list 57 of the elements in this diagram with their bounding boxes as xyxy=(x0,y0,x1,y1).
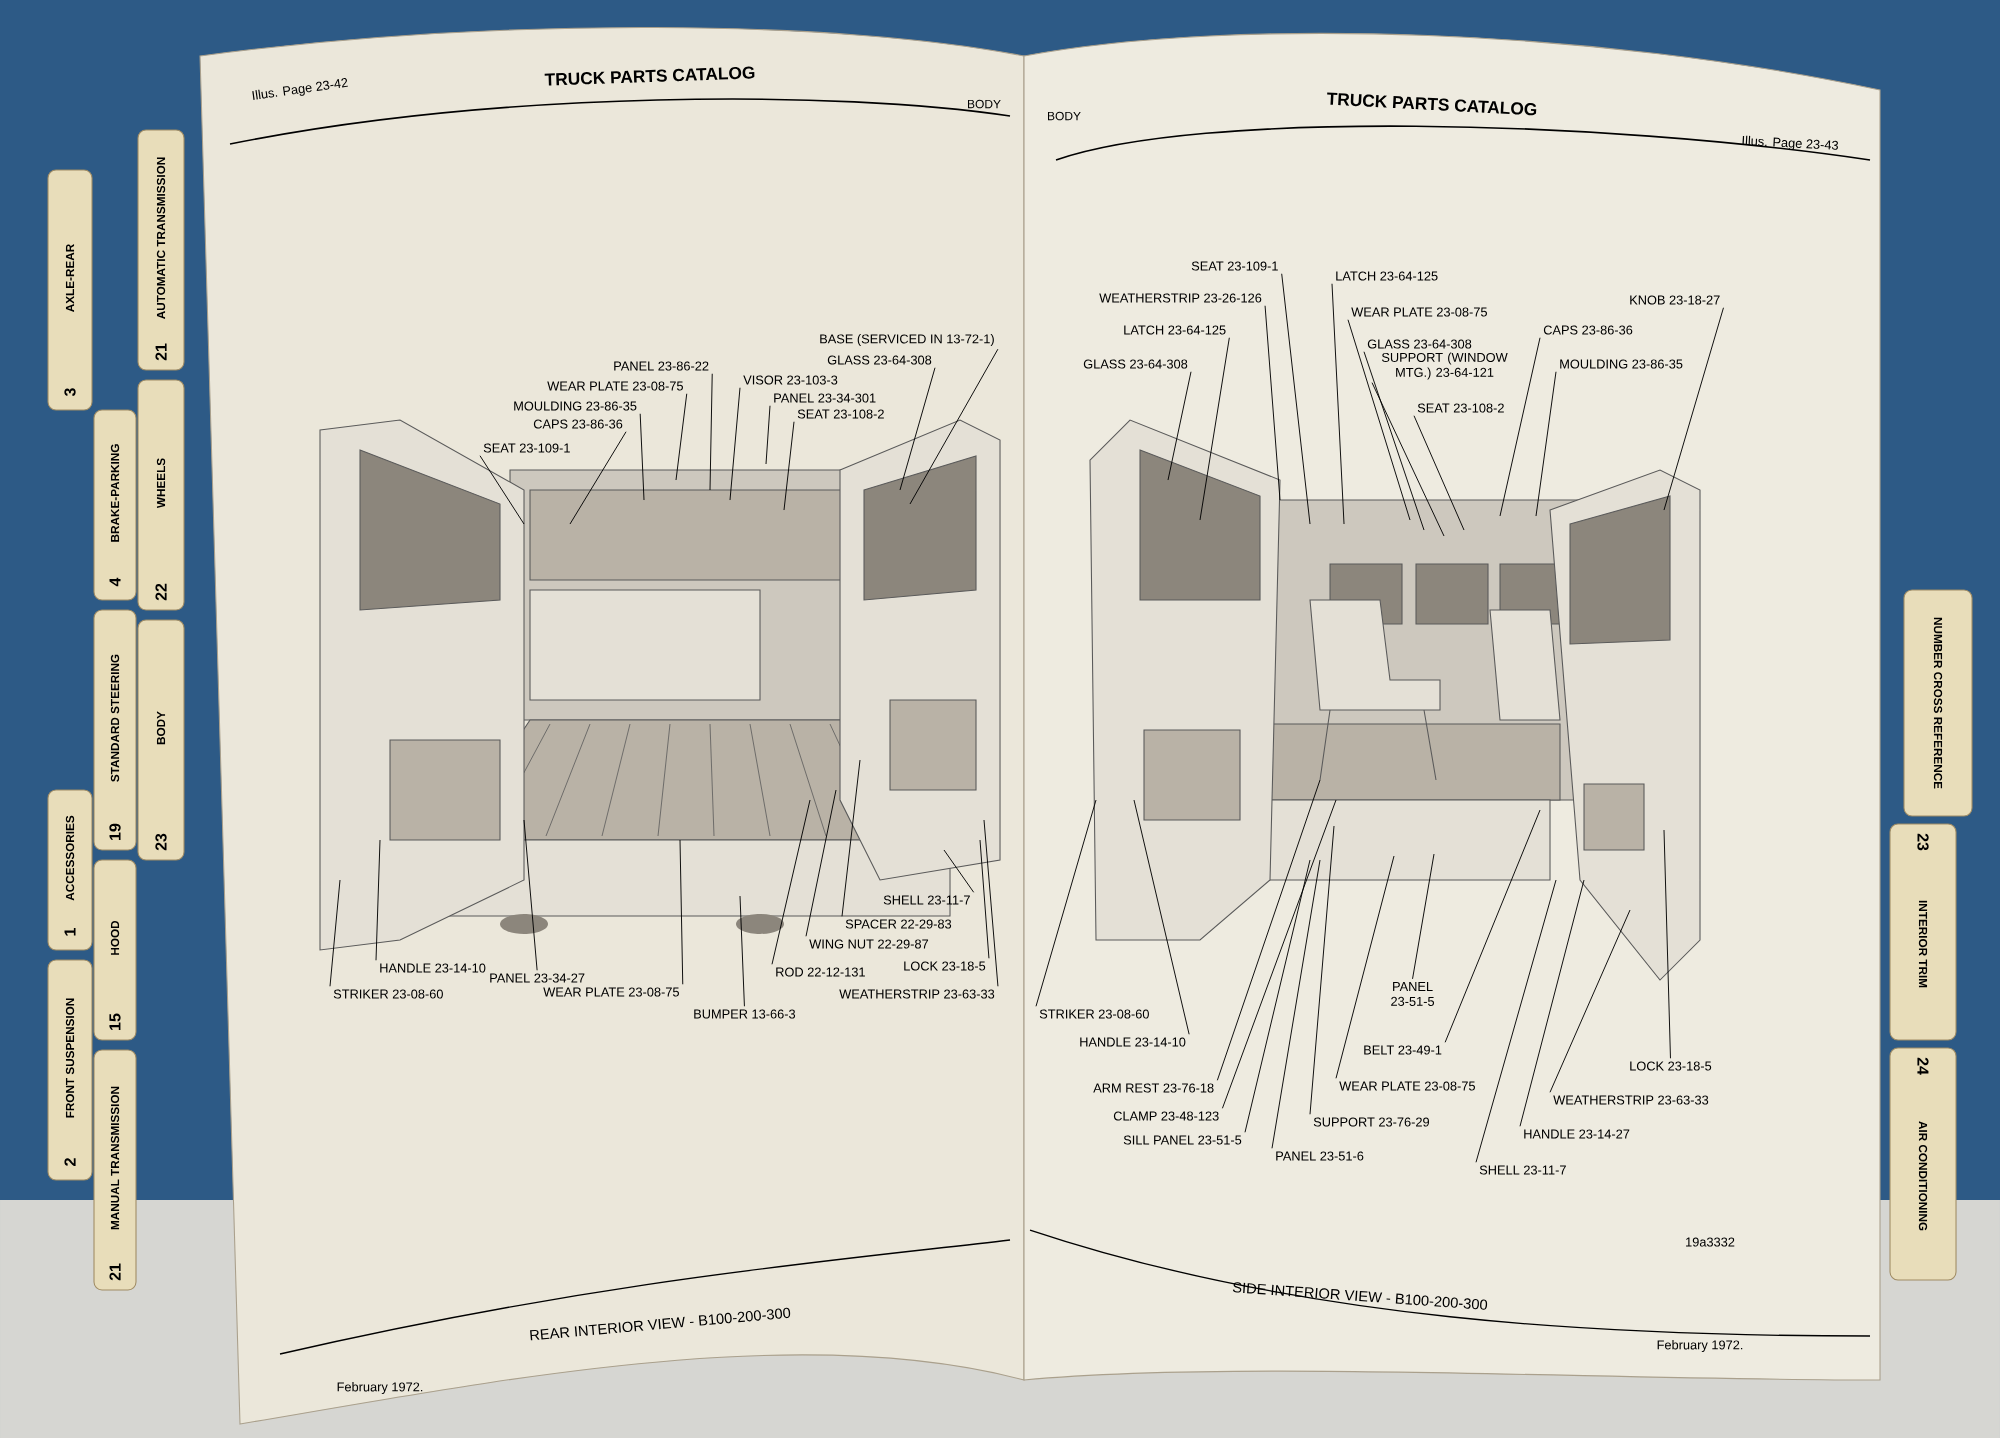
label: 3 xyxy=(64,388,76,397)
leader-line xyxy=(1281,273,1311,525)
leader-line xyxy=(479,455,525,525)
leader-line xyxy=(569,431,627,525)
leader-line xyxy=(805,789,837,937)
leader-line xyxy=(1519,879,1585,1127)
leader-line xyxy=(1444,809,1541,1043)
leader-line xyxy=(1475,879,1557,1163)
leader-line xyxy=(1133,799,1190,1035)
leader-line xyxy=(1663,829,1671,1059)
leader-line xyxy=(375,839,381,961)
leader-line xyxy=(1347,319,1411,521)
running-head: TRUCK PARTS CATALOG xyxy=(544,66,755,86)
leader-line xyxy=(1549,909,1631,1093)
leader-line xyxy=(1271,859,1321,1149)
leader-line xyxy=(1035,799,1097,1007)
leader-line xyxy=(1309,825,1335,1115)
leader-line xyxy=(679,839,684,985)
leader-line xyxy=(1244,859,1311,1133)
leader-line xyxy=(1264,305,1281,501)
label: 24 xyxy=(1917,1057,1929,1075)
leader-line xyxy=(1371,382,1445,537)
leader-line xyxy=(1663,307,1724,511)
leader-line xyxy=(1412,853,1435,980)
label: 15 xyxy=(109,1013,121,1030)
leader-line xyxy=(783,421,795,511)
leader-line xyxy=(1167,371,1192,481)
leader-line xyxy=(709,373,713,491)
leader-line xyxy=(1363,351,1425,531)
leader-line xyxy=(899,367,936,491)
leader-line xyxy=(841,759,861,917)
leader-line xyxy=(675,393,688,481)
leader-line xyxy=(1413,415,1465,531)
label: 23 xyxy=(155,833,167,851)
leader-line xyxy=(1199,337,1230,521)
leader-line xyxy=(523,819,538,971)
leader-line xyxy=(639,413,645,501)
leader-line xyxy=(1335,855,1395,1079)
label: 22 xyxy=(155,583,167,601)
leader-line xyxy=(329,879,341,987)
leader-line xyxy=(983,819,999,987)
leader-line xyxy=(909,348,999,505)
leader-line xyxy=(1221,799,1337,1109)
leader-line xyxy=(1216,779,1321,1081)
leader-line xyxy=(943,849,975,893)
running-head: TRUCK PARTS CATALOG xyxy=(1327,92,1537,116)
leader-line xyxy=(765,405,771,465)
leader-line xyxy=(1499,337,1541,517)
label: 23 xyxy=(1917,833,1929,851)
label: 19 xyxy=(109,823,121,840)
leader-line xyxy=(979,839,990,959)
leader-line xyxy=(1331,283,1345,525)
leader-line xyxy=(771,799,811,965)
leader-line xyxy=(1535,371,1557,517)
label: 2 xyxy=(64,1158,76,1166)
leader-line xyxy=(729,387,741,501)
leader-line xyxy=(739,895,745,1007)
